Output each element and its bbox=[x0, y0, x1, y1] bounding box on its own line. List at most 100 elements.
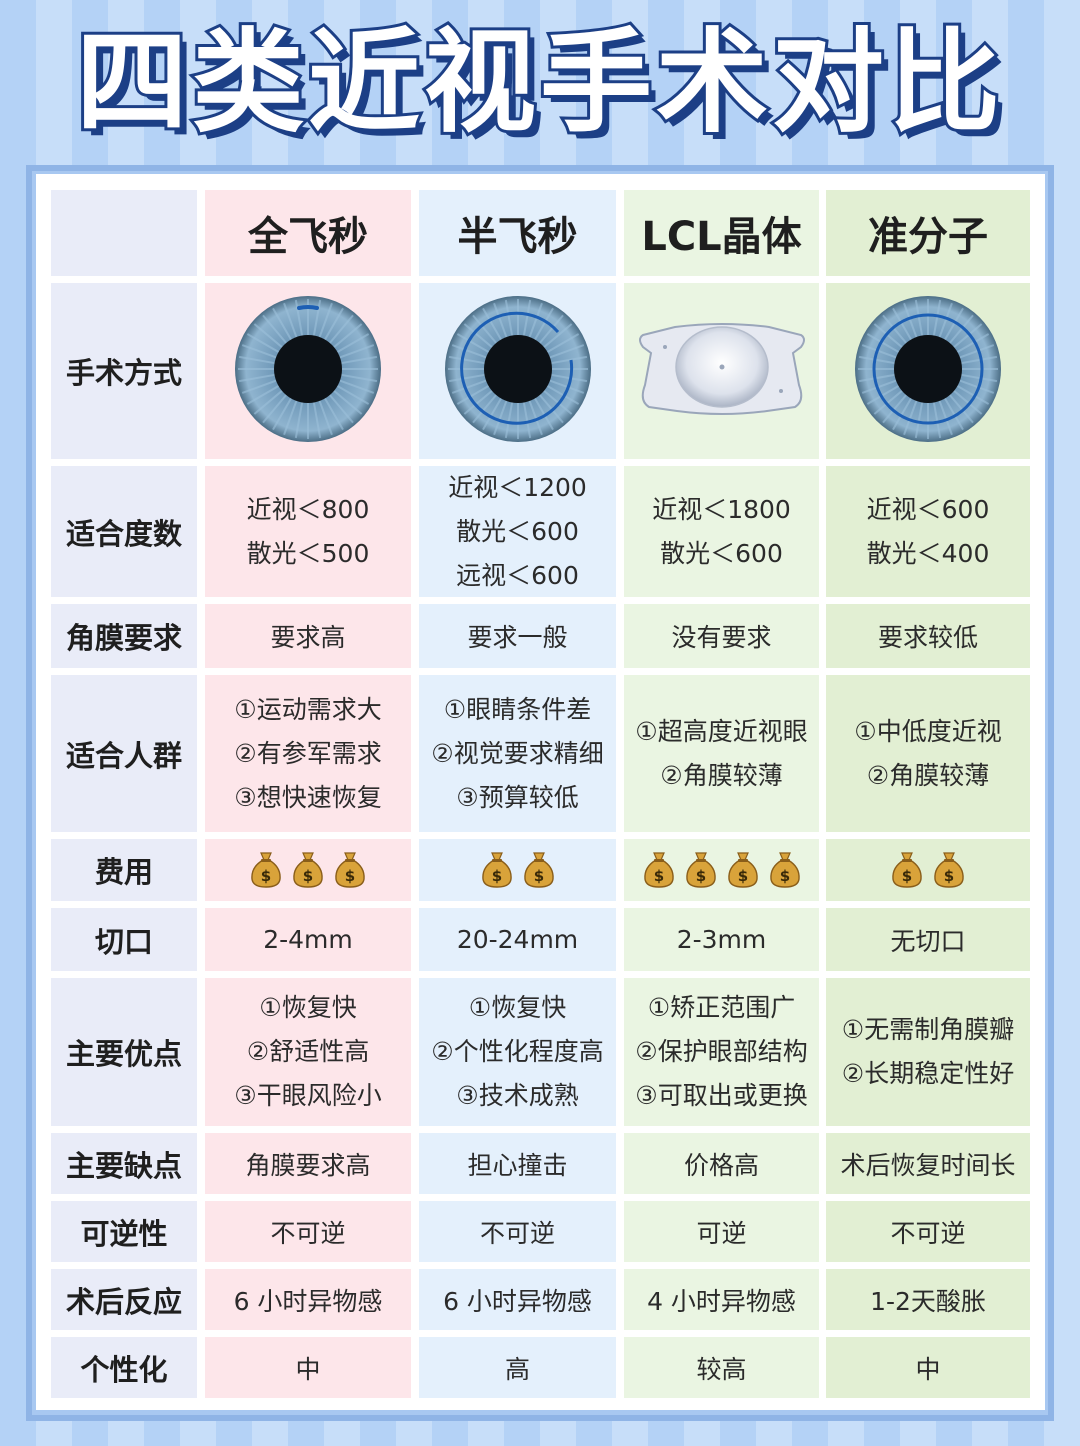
cell-text: 6 小时异物感 bbox=[233, 1286, 383, 1316]
row-label-8: 主要缺点 bbox=[51, 1133, 197, 1194]
cell-text: 6 小时异物感 bbox=[443, 1286, 592, 1316]
cell-text: 不可逆 bbox=[479, 1218, 555, 1248]
row-label-4: 适合人群 bbox=[51, 675, 197, 832]
table-cell: ①中低度近视 ②角膜较薄 bbox=[826, 675, 1030, 832]
row-label-text: 适合人群 bbox=[65, 738, 182, 773]
cell-text: 散光＜500 bbox=[246, 538, 370, 568]
table-cell: 较高 bbox=[624, 1337, 819, 1398]
cost-indicator: $ $ bbox=[480, 851, 556, 889]
table-cell: 要求一般 bbox=[419, 604, 616, 668]
cell-text: ③技术成熟 bbox=[456, 1081, 579, 1110]
svg-text:$: $ bbox=[695, 867, 705, 885]
cell-text: ①运动需求大 bbox=[234, 694, 382, 724]
svg-text:$: $ bbox=[902, 867, 912, 885]
cell-text: 担心撞击 bbox=[467, 1150, 568, 1180]
money-bag-icon: $ bbox=[892, 852, 922, 888]
row-label-3: 角膜要求 bbox=[51, 604, 197, 668]
cell-text: ①眼睛条件差 bbox=[443, 694, 592, 724]
implantable-lens-icon bbox=[635, 321, 809, 421]
cell-text: ①恢复快 bbox=[259, 993, 357, 1022]
cell-text: 散光＜400 bbox=[866, 538, 990, 568]
table-cell: 不可逆 bbox=[826, 1201, 1030, 1262]
row-label-text: 术后反应 bbox=[65, 1284, 182, 1319]
svg-text:$: $ bbox=[261, 867, 271, 885]
table-cell: 1-2天酸胀 bbox=[826, 1269, 1030, 1330]
table-cell: 没有要求 bbox=[624, 604, 819, 668]
table-cell: 术后恢复时间长 bbox=[826, 1133, 1030, 1194]
table-cell bbox=[624, 283, 819, 459]
row-label-9: 可逆性 bbox=[51, 1201, 197, 1262]
row-label-text: 可逆性 bbox=[80, 1216, 168, 1251]
table-cell: 无切口 bbox=[826, 908, 1030, 971]
svg-text:$: $ bbox=[303, 867, 313, 885]
row-label-text: 适合度数 bbox=[65, 516, 182, 551]
column-header-label: 准分子 bbox=[868, 214, 988, 260]
table-cell: ①恢复快 ②舒适性高 ③干眼风险小 bbox=[205, 978, 411, 1126]
cell-text: 近视＜1800 bbox=[652, 494, 791, 524]
cell-text: 不可逆 bbox=[270, 1218, 346, 1248]
table-cell: 2-4mm bbox=[205, 908, 411, 971]
cell-text: ②保护眼部结构 bbox=[635, 1037, 808, 1066]
money-bag-icon: $ bbox=[481, 852, 512, 888]
cell-text: 20-24mm bbox=[456, 925, 579, 954]
cell-text: 角膜要求高 bbox=[245, 1150, 371, 1180]
table-cell: $ $ bbox=[419, 839, 616, 901]
row-label-text: 主要优点 bbox=[65, 1037, 182, 1071]
cell-text: ②角膜较薄 bbox=[660, 760, 783, 790]
header-corner-cell bbox=[51, 190, 197, 276]
table-cell: ①眼睛条件差 ②视觉要求精细 ③预算较低 bbox=[419, 675, 616, 832]
table-cell: 中 bbox=[826, 1337, 1030, 1398]
cell-text: 不可逆 bbox=[890, 1218, 966, 1248]
money-bag-icon: $ bbox=[769, 852, 800, 888]
row-label-11: 个性化 bbox=[51, 1337, 197, 1398]
cell-text: 无切口 bbox=[890, 926, 966, 956]
cell-text: 可逆 bbox=[696, 1218, 747, 1248]
cell-text: ①无需制角膜瓣 bbox=[841, 1015, 1015, 1044]
svg-text:$: $ bbox=[533, 867, 543, 885]
column-header-4: 准分子 bbox=[826, 190, 1030, 276]
column-header-label: 半飞秒 bbox=[457, 214, 578, 260]
table-cell: 要求较低 bbox=[826, 604, 1030, 668]
money-bag-icon: $ bbox=[643, 852, 674, 888]
row-label-text: 个性化 bbox=[80, 1352, 168, 1387]
cell-text: 2-4mm bbox=[263, 925, 353, 954]
row-label-text: 角膜要求 bbox=[65, 621, 182, 655]
cell-text: ③预算较低 bbox=[456, 782, 579, 812]
money-bag-icon: $ bbox=[251, 852, 281, 888]
cell-text: ②角膜较薄 bbox=[866, 760, 990, 790]
cell-text: 近视＜600 bbox=[866, 494, 990, 524]
column-header-1: 全飞秒 bbox=[205, 190, 411, 276]
cell-text: ①中低度近视 bbox=[854, 716, 1002, 746]
svg-text:$: $ bbox=[345, 867, 355, 885]
row-label-5: 费用 bbox=[51, 839, 197, 901]
table-cell: 价格高 bbox=[624, 1133, 819, 1194]
table-cell: 2-3mm bbox=[624, 908, 819, 971]
money-bag-icon: $ bbox=[934, 852, 964, 888]
eye-flap-ring-icon bbox=[443, 294, 593, 448]
table-cell: 6 小时异物感 bbox=[205, 1269, 411, 1330]
column-header-label: LCL晶体 bbox=[641, 214, 802, 260]
row-label-text: 切口 bbox=[94, 924, 153, 959]
cell-text: ③干眼风险小 bbox=[234, 1081, 382, 1110]
table-cell: 角膜要求高 bbox=[205, 1133, 411, 1194]
money-bag-icon: $ bbox=[523, 852, 554, 888]
row-label-10: 术后反应 bbox=[51, 1269, 197, 1330]
cell-text: 中 bbox=[295, 1354, 321, 1384]
cell-text: ③想快速恢复 bbox=[234, 782, 382, 812]
cost-indicator: $ $ bbox=[890, 851, 966, 889]
page-title: 四类近视手术对比 bbox=[73, 15, 1004, 151]
cell-text: 散光＜600 bbox=[660, 538, 783, 568]
cell-text: ①恢复快 bbox=[468, 993, 567, 1022]
cell-text: 散光＜600 bbox=[456, 516, 579, 546]
cell-text: 没有要求 bbox=[671, 623, 772, 652]
svg-text:$: $ bbox=[491, 867, 501, 885]
cell-text: ②视觉要求精细 bbox=[431, 738, 604, 768]
table-cell bbox=[826, 283, 1030, 459]
table-cell: 近视＜600 散光＜400 bbox=[826, 466, 1030, 597]
cell-text: ②舒适性高 bbox=[246, 1037, 370, 1066]
